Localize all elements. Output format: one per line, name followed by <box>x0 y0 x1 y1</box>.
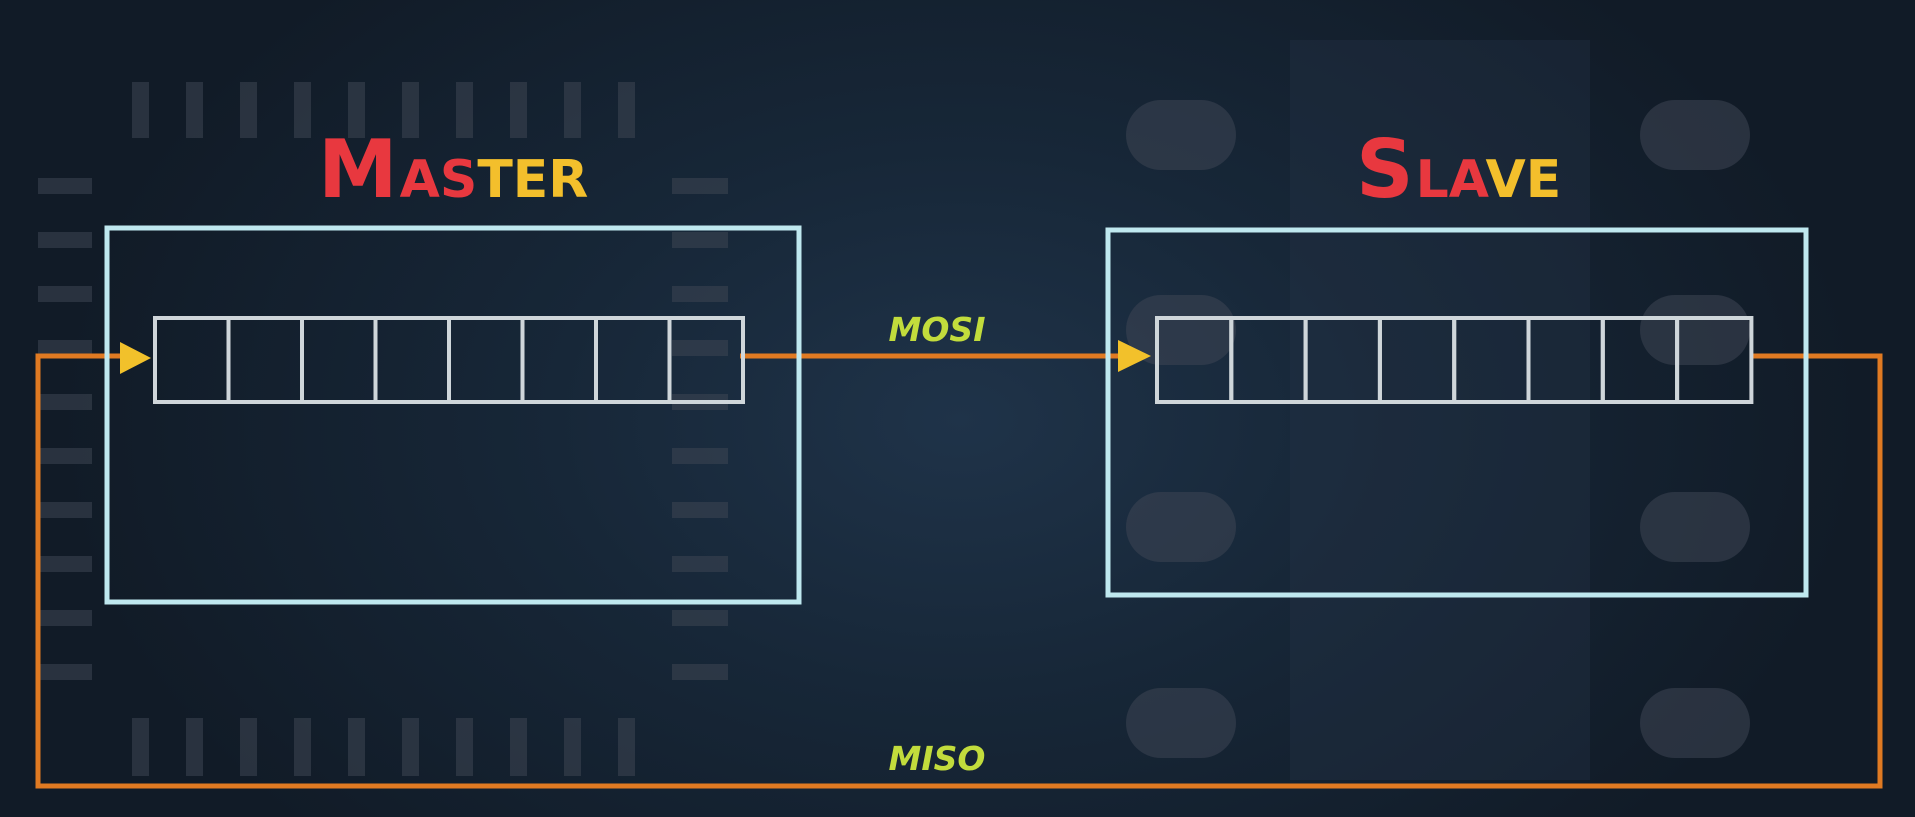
slave-title-rest: LAVE <box>1416 150 1562 210</box>
slave-register-cell-8 <box>1675 316 1754 404</box>
master-register-cell-2 <box>226 316 304 404</box>
miso-label: MISO <box>889 739 986 778</box>
chip-pin-top <box>294 82 311 138</box>
chip-pin-right <box>672 502 728 518</box>
chip-pin-top <box>132 82 149 138</box>
chip-pin-left <box>38 286 92 302</box>
chip-pin-top <box>510 82 527 138</box>
chip-pin-bottom <box>456 718 473 776</box>
chip-pin-bottom <box>618 718 635 776</box>
chip-pin-left <box>38 178 92 194</box>
chip-pin-right <box>672 610 728 626</box>
slave-box <box>1105 227 1809 598</box>
chip-pin-left <box>38 448 92 464</box>
master-register-cell-4 <box>373 316 451 404</box>
master-rest-red-part: AS <box>400 150 478 210</box>
master-register-cell-7 <box>594 316 672 404</box>
slave-input-arrow <box>1118 340 1151 372</box>
chip-pin-left <box>38 502 92 518</box>
miso-wire <box>35 353 1883 789</box>
chip-pin-top <box>186 82 203 138</box>
slave-title-initial: S <box>1356 123 1414 216</box>
slave-chip-pad-left <box>1126 492 1236 562</box>
chip-pin-right <box>672 556 728 572</box>
slave-shift-register <box>1155 316 1754 404</box>
slave-title: SLAVE <box>1356 123 1561 216</box>
chip-pin-right <box>672 340 728 356</box>
slave-chip-pad-left <box>1126 295 1236 365</box>
chip-pin-right <box>672 232 728 248</box>
master-register-cell-3 <box>300 316 378 404</box>
master-rest-yellow-part: TER <box>477 150 588 210</box>
master-shift-register <box>153 316 745 404</box>
master-box <box>104 225 802 605</box>
chip-pin-right <box>672 664 728 680</box>
chip-pin-top <box>348 82 365 138</box>
chip-pin-right <box>672 286 728 302</box>
slave-chip-pad-right <box>1640 688 1750 758</box>
chip-pin-bottom <box>510 718 527 776</box>
background-chip-art <box>38 82 1750 776</box>
chip-pin-left <box>38 340 92 356</box>
chip-pin-bottom <box>132 718 149 776</box>
chip-pin-top <box>618 82 635 138</box>
chip-pin-left <box>38 232 92 248</box>
slave-chip-pad-left <box>1126 688 1236 758</box>
chip-pin-bottom <box>186 718 203 776</box>
chip-pin-bottom <box>402 718 419 776</box>
master-title-rest: ASTER <box>400 150 589 210</box>
master-register-cell-6 <box>520 316 598 404</box>
slave-chip-pad-right <box>1640 492 1750 562</box>
chip-pin-bottom <box>240 718 257 776</box>
slave-chip-pad-left <box>1126 100 1236 170</box>
chip-pin-left <box>38 394 92 410</box>
slave-rest-red-part: LA <box>1416 150 1489 210</box>
chip-pin-left <box>38 610 92 626</box>
chip-pin-bottom <box>348 718 365 776</box>
master-register-cell-8 <box>667 316 745 404</box>
slave-rest-yellow-part: VE <box>1485 150 1561 210</box>
master-register-cell-1 <box>153 316 231 404</box>
master-title-initial: M <box>318 123 398 216</box>
slave-chip-body <box>1290 40 1590 780</box>
mosi-label: MOSI <box>889 310 986 349</box>
svg-text:MASTER: MASTER <box>318 123 588 216</box>
chip-pin-top <box>456 82 473 138</box>
master-title: MASTER <box>318 123 588 216</box>
wires <box>35 353 1883 789</box>
slave-chip-pad-right <box>1640 295 1750 365</box>
chip-pin-top <box>240 82 257 138</box>
chip-pin-left <box>38 664 92 680</box>
chip-pin-bottom <box>294 718 311 776</box>
master-register-cell-5 <box>447 316 525 404</box>
slave-chip-pad-right <box>1640 100 1750 170</box>
chip-pin-top <box>564 82 581 138</box>
master-input-arrow <box>120 342 151 374</box>
chip-pin-bottom <box>564 718 581 776</box>
chip-pin-right <box>672 178 728 194</box>
chip-pin-left <box>38 556 92 572</box>
chip-pin-top <box>402 82 419 138</box>
chip-pin-right <box>672 448 728 464</box>
svg-text:SLAVE: SLAVE <box>1356 123 1561 216</box>
